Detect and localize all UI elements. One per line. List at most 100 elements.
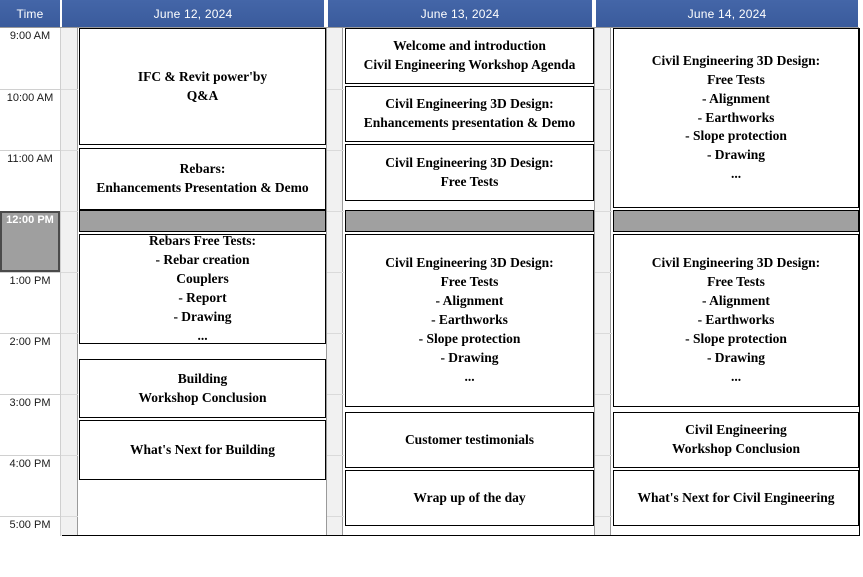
gutter-hour-line [327,272,344,273]
event-text-line: Free Tests [707,71,765,87]
event-text-line: ... [197,327,208,343]
event-text-line: Rebars Free Tests: [149,234,256,249]
time-slot-12-00-pm[interactable]: 12:00 PM [0,211,60,272]
event-text-line: - Alignment [702,90,770,106]
calendar-view: Time June 12, 2024 June 13, 2024 June 14… [0,0,863,536]
gutter-hour-line [327,150,344,151]
time-slot-1-00-pm[interactable]: 1:00 PM [0,272,60,333]
event-text-line: Civil Engineering 3D Design: [385,255,554,271]
grid-bottom-edge [62,535,859,536]
event-text-line: - Alignment [702,293,770,309]
gutter-hour-line [327,455,344,456]
event-text-line: - Rebar creation [155,252,250,268]
gutter-hour-line [327,89,344,90]
event-text-line: Workshop Conclusion [672,441,800,456]
event-text-line: ... [730,368,742,384]
gutter-hour-line [595,333,612,334]
header-day-june-12[interactable]: June 12, 2024 [62,0,325,27]
event-text-line: Enhancements Presentation & Demo [96,180,309,195]
event-block[interactable]: Civil Engineering 3D Design: Free Tests - … [345,234,594,407]
event-text-line: - Earthworks [431,312,508,328]
calendar-header-row: Time June 12, 2024 June 13, 2024 June 14… [0,0,863,27]
gutter-hour-line [61,211,78,212]
event-block[interactable]: Customer testimonials [345,412,594,468]
gutter-hour-line [595,455,612,456]
header-day-june-13[interactable]: June 13, 2024 [328,0,593,27]
event-block[interactable]: Wrap up of the day [345,470,594,526]
gutter-hour-line [327,394,344,395]
gutter-hour-line [595,516,612,517]
event-text-line: Free Tests [707,274,765,290]
time-slot-4-00-pm[interactable]: 4:00 PM [0,455,60,516]
event-text-line: Civil Engineering [685,422,787,438]
event-text-line: Couplers [176,271,229,287]
header-underline [0,27,859,28]
event-block[interactable]: Civil Engineering 3D Design: Free Tests - … [613,234,859,407]
time-slot-2-00-pm[interactable]: 2:00 PM [0,333,60,394]
event-text-line: - Slope protection [418,330,521,346]
event-text-line: Free Tests [440,173,499,189]
gutter-hour-line [61,333,78,334]
time-slot-9-00-am[interactable]: 9:00 AM [0,28,60,89]
event-text-line: Customer testimonials [404,431,535,447]
event-block[interactable]: Civil Engineering 3D Design:Enhancements… [345,86,594,142]
time-slot-3-00-pm[interactable]: 3:00 PM [0,394,60,455]
event-text-line: IFC & Revit power'by [137,68,268,84]
gutter-hour-line [595,272,612,273]
gutter-hour-line [595,150,612,151]
gutter-hour-line [61,150,78,151]
event-text-line: Welcome and introduction [393,38,546,54]
event-text-line: - Earthworks [697,312,775,328]
event-text-line: Civil Engineering 3D Design: [385,96,554,112]
time-slot-label: 5:00 PM [9,519,51,531]
event-text-line: Civil Engineering 3D Design: [651,255,821,271]
break-block[interactable] [79,210,326,232]
event-text-line: Civil Engineering Workshop Agenda [363,57,576,72]
gutter-hour-line [327,333,344,334]
event-text-line: What's Next for Civil Engineering [637,489,835,505]
event-text-line: Free Tests [440,274,499,290]
event-text-line: ... [730,166,742,182]
time-slot-label: 3:00 PM [9,397,51,409]
header-day-june-14[interactable]: June 14, 2024 [596,0,859,27]
time-slot-11-00-am[interactable]: 11:00 AM [0,150,60,211]
time-slot-5-00-pm[interactable]: 5:00 PM [0,516,60,577]
gutter-hour-line [61,394,78,395]
time-slot-label: 12:00 PM [6,214,54,226]
time-slot-label: 2:00 PM [9,336,51,348]
event-text-line: Rebars: [179,161,226,177]
gutter-hour-line [61,455,78,456]
event-text-line: - Drawing [706,147,766,163]
event-text-line: - Drawing [173,308,232,324]
event-text-line: - Drawing [440,349,499,365]
event-block[interactable]: Rebars: Enhancements Presentation & Demo [79,148,326,210]
event-text-line: - Slope protection [685,128,787,144]
break-block[interactable] [613,210,859,232]
event-text-line: Workshop Conclusion [138,389,267,405]
time-slot-10-00-am[interactable]: 10:00 AM [0,89,60,150]
event-text-line: - Alignment [435,293,504,309]
day-column-june-14[interactable]: Civil Engineering 3D Design: Free Tests - … [613,28,859,536]
event-block[interactable]: Civil Engineering 3D Design: Free Tests - … [613,28,859,208]
event-text-line: - Slope protection [685,330,787,346]
event-block[interactable]: Civil Engineering 3D Design:Free Tests [345,144,594,201]
break-block[interactable] [345,210,594,232]
time-slot-label: 9:00 AM [9,30,51,42]
event-block[interactable]: What's Next for Building [79,420,326,480]
event-text-line: - Drawing [706,349,766,365]
event-text-line: Civil Engineering 3D Design: [651,52,821,68]
gutter-hour-line [61,272,78,273]
gutter-hour-line [61,516,78,517]
event-text-line: ... [464,368,475,384]
gutter-hour-line [595,89,612,90]
gutter-hour-line [327,516,344,517]
event-block[interactable]: What's Next for Civil Engineering [613,470,859,526]
